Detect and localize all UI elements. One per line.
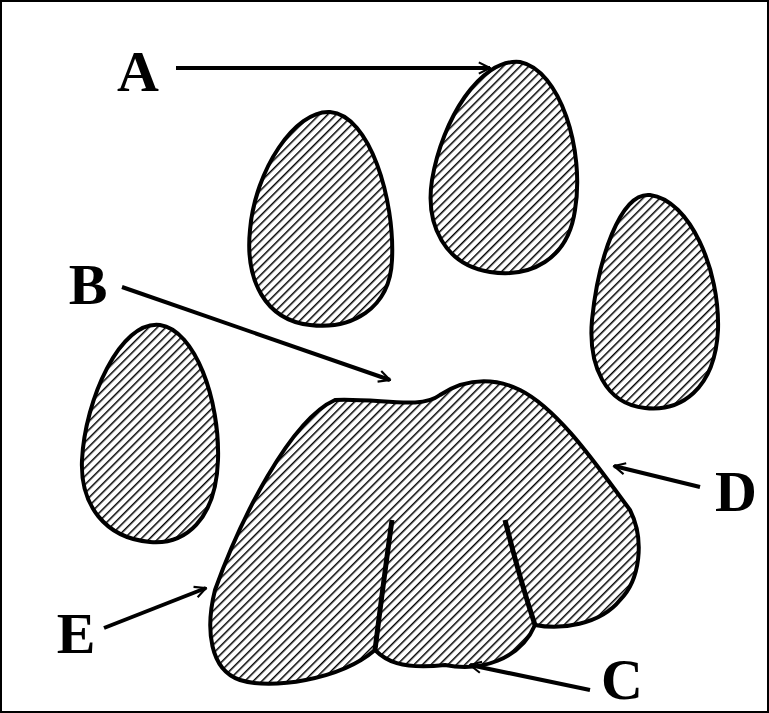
part-letter: C [601,651,643,709]
part-letter: E [57,605,96,663]
toe-pad [82,325,218,542]
part-letter: D [715,463,757,521]
toe-pad [591,195,718,409]
leader-arrow [104,588,206,628]
leader-arrow [470,665,590,690]
toe-pad [249,112,392,326]
toe-pad [431,62,578,273]
part-letter: A [117,43,159,101]
pad-lobe-lines [375,520,535,650]
heel-pad [210,381,638,684]
leader-arrow [122,287,390,380]
part-letter: B [69,256,108,314]
leader-arrow [614,466,700,487]
leader-arrow [176,66,490,70]
